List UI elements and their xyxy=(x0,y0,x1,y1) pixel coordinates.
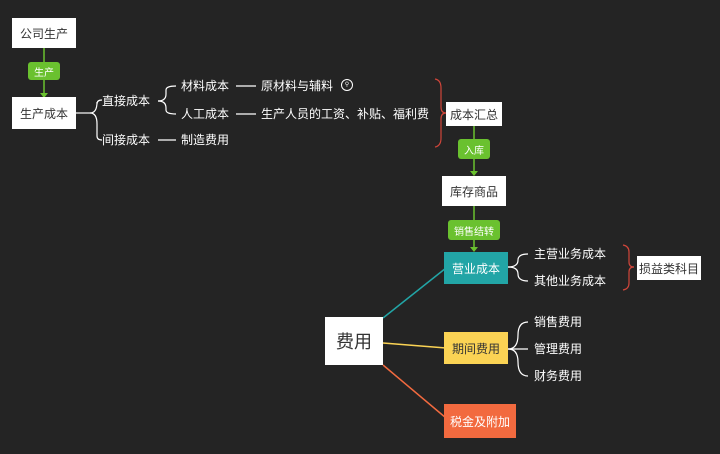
node-operating-cost[interactable]: 营业成本 xyxy=(444,252,508,284)
tag-warehousing: 入库 xyxy=(458,139,490,159)
link-note-icon[interactable]: ⚲ xyxy=(341,79,353,91)
node-cost-summary[interactable]: 成本汇总 xyxy=(446,102,502,126)
node-period-expenses[interactable]: 期间费用 xyxy=(444,332,508,364)
node-indirect-cost[interactable]: 间接成本 xyxy=(102,133,151,147)
node-material-cost[interactable]: 材料成本 xyxy=(181,79,230,93)
tag-produce: 生产 xyxy=(28,62,60,80)
node-tax-surcharge[interactable]: 税金及附加 xyxy=(444,404,516,438)
node-other-business-cost[interactable]: 其他业务成本 xyxy=(534,274,607,288)
node-profit-loss-account[interactable]: 损益类科目 xyxy=(637,256,701,280)
node-production-cost[interactable]: 生产成本 xyxy=(12,97,76,129)
node-finance-expense[interactable]: 财务费用 xyxy=(534,369,583,383)
node-inventory-goods[interactable]: 库存商品 xyxy=(442,176,506,206)
node-manufacturing-expense[interactable]: 制造费用 xyxy=(181,133,230,147)
node-admin-expense[interactable]: 管理费用 xyxy=(534,342,583,356)
node-sales-expense[interactable]: 销售费用 xyxy=(534,315,583,329)
node-direct-cost[interactable]: 直接成本 xyxy=(102,94,151,108)
tag-sales-transfer: 销售结转 xyxy=(448,220,500,240)
node-company-production[interactable]: 公司生产 xyxy=(12,18,76,48)
node-main-business-cost[interactable]: 主营业务成本 xyxy=(534,247,607,261)
node-raw-materials[interactable]: 原材料与辅料 xyxy=(261,79,334,93)
node-expenses[interactable]: 费用 xyxy=(325,317,383,365)
node-labor-cost[interactable]: 人工成本 xyxy=(181,107,230,121)
node-wages[interactable]: 生产人员的工资、补贴、福利费 xyxy=(261,107,430,121)
